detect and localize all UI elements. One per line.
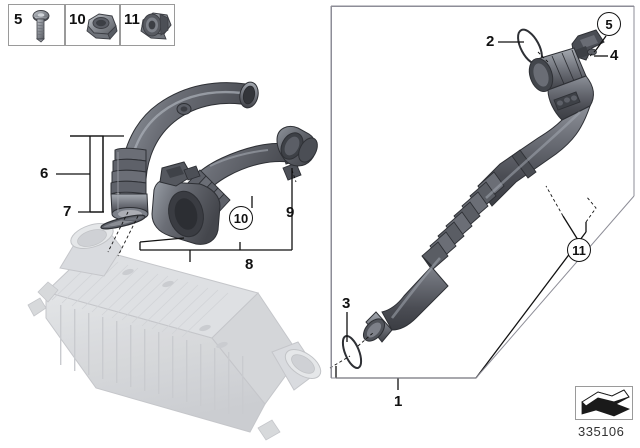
screw-icon: [32, 10, 50, 43]
callout-2: 2: [486, 33, 495, 50]
callout-8: 8: [245, 256, 254, 273]
callout-6: 6: [40, 165, 49, 182]
callout-dashed-lines: [107, 49, 597, 369]
callout-circled-10: 10: [229, 206, 253, 230]
intercooler-ghost: [27, 223, 322, 441]
callout-circled-11: 11: [567, 238, 591, 262]
legend-number-5: 5: [14, 11, 23, 28]
callout-3: 3: [342, 295, 351, 312]
callout-1: 1: [394, 393, 403, 410]
flange-nut-icon: [140, 12, 172, 40]
legend-number-10: 10: [69, 11, 86, 28]
rubber-sleeve-9: [276, 126, 318, 167]
legend-number-11: 11: [124, 11, 140, 28]
bracket-4: [571, 29, 605, 61]
callout-4: 4: [610, 47, 619, 64]
callout-circled-5: 5: [597, 12, 621, 36]
callout-9: 9: [286, 204, 295, 221]
part-number: 335106: [578, 424, 625, 439]
hex-nut-icon: [86, 13, 118, 40]
charge-air-hose-1: [362, 47, 594, 343]
air-duct-hose-6: [110, 81, 259, 221]
o-ring-3: [341, 335, 363, 369]
callout-7: 7: [63, 203, 72, 220]
